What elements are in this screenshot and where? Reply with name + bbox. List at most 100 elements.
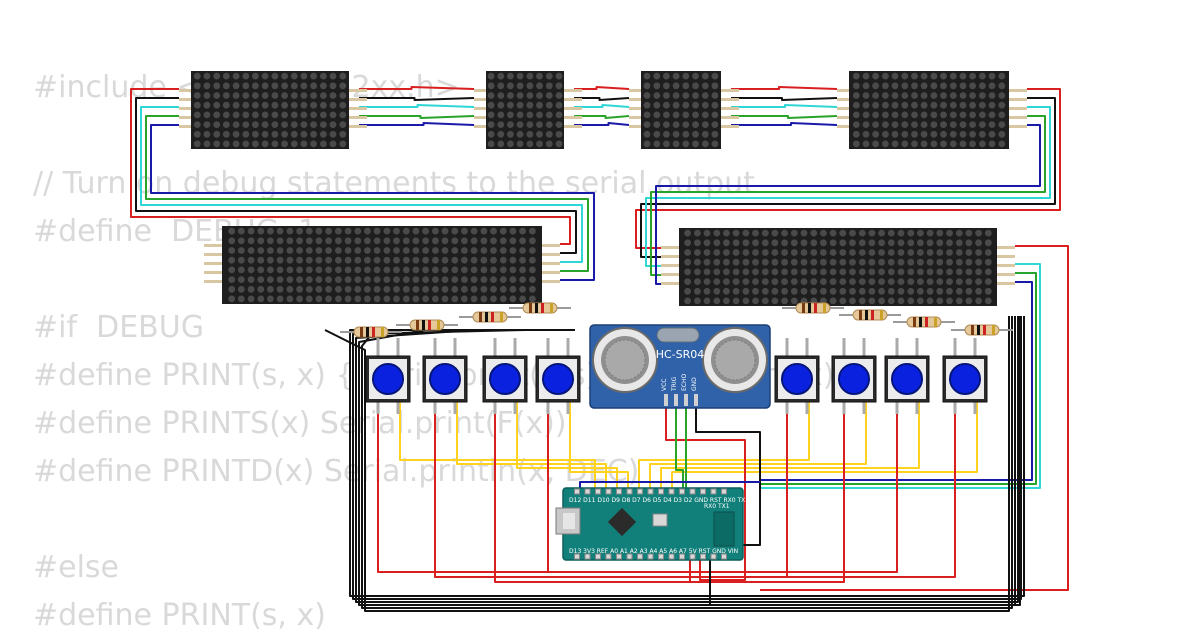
- code-line: #define PRINTS(x) Serial.print(F(x)): [33, 406, 567, 441]
- wire: [574, 86, 630, 90]
- wire: [731, 86, 838, 90]
- wire: [574, 115, 630, 119]
- led-matrix-icon: [641, 71, 721, 149]
- wire: [731, 97, 838, 101]
- wires: [130, 86, 1069, 612]
- matrix-pin: [837, 98, 855, 101]
- led-matrix-icon: [849, 71, 1009, 149]
- matrix-pin: [564, 116, 582, 119]
- push-button-2[interactable]: [422, 338, 468, 414]
- matrix-pin: [721, 89, 739, 92]
- matrix-pin: [837, 89, 855, 92]
- matrix-pin: [1009, 89, 1027, 92]
- wire: [760, 245, 1069, 591]
- wire: [675, 405, 684, 490]
- matrix-pin: [629, 107, 647, 110]
- sensor-transducer-left: [592, 327, 658, 393]
- matrix-pin: [179, 89, 197, 92]
- board-pin: [637, 488, 643, 495]
- sensor-pin-label: ECHO: [681, 374, 688, 391]
- wire: [649, 402, 867, 490]
- sensor-transducer-right: [702, 327, 768, 393]
- led-matrix-5: [204, 226, 560, 304]
- wire: [569, 402, 629, 490]
- resistor-3: [459, 311, 521, 323]
- wire: [361, 316, 1013, 609]
- wire: [665, 405, 746, 581]
- matrix-pin: [474, 116, 492, 119]
- push-buttons: [365, 338, 988, 414]
- wire: [650, 115, 1046, 276]
- matrix-pin: [564, 98, 582, 101]
- matrix-pin: [997, 273, 1015, 276]
- board-pin: [700, 553, 706, 560]
- matrix-pin: [997, 264, 1015, 267]
- matrix-pin: [474, 107, 492, 110]
- board-pin: [721, 553, 727, 560]
- resistors: [340, 302, 1013, 338]
- matrix-pin: [661, 273, 679, 276]
- board-pin: [574, 488, 580, 495]
- wire: [760, 263, 1041, 489]
- push-button-6[interactable]: [831, 338, 877, 414]
- matrix-pin: [474, 89, 492, 92]
- board-pin: [647, 553, 654, 560]
- wire: [638, 402, 810, 490]
- board-bottom-pin-labels: D13 3V3 REF A0 A1 A2 A3 A4 A5 A6 A7 5V R…: [569, 548, 738, 555]
- wire: [660, 402, 920, 490]
- matrix-pin: [179, 98, 197, 101]
- matrix-pin: [204, 271, 222, 274]
- resistor-8: [951, 324, 1013, 336]
- wire: [358, 316, 1016, 606]
- push-button-4[interactable]: [535, 338, 581, 414]
- push-button-7[interactable]: [884, 338, 930, 414]
- board-pin: [689, 553, 696, 560]
- push-button-8[interactable]: [942, 338, 988, 414]
- board-pin: [710, 553, 717, 560]
- matrix-pin: [837, 125, 855, 128]
- matrix-pin: [179, 107, 197, 110]
- matrix-pin: [997, 255, 1015, 258]
- resistor-4: [509, 302, 571, 314]
- resistor-1: [340, 326, 402, 338]
- matrix-pin: [179, 125, 197, 128]
- matrix-pin: [721, 98, 739, 101]
- sensor-pin-label: GND: [691, 377, 698, 391]
- matrix-pin: [349, 116, 367, 119]
- sensor-pin: [694, 394, 698, 406]
- board-pin: [584, 488, 591, 495]
- wire: [574, 97, 630, 101]
- push-button-1[interactable]: [365, 338, 411, 414]
- matrix-pin: [542, 280, 560, 283]
- wire: [130, 88, 571, 245]
- matrix-pin: [721, 116, 739, 119]
- wire: [359, 122, 475, 126]
- board-pin: [605, 553, 612, 560]
- board-side-label: RX0 TX1: [704, 503, 730, 510]
- wire: [640, 97, 1056, 258]
- matrix-pin: [997, 246, 1015, 249]
- board-pin: [605, 488, 612, 495]
- board-pin: [689, 488, 696, 495]
- push-button-3[interactable]: [482, 338, 528, 414]
- matrix-pin: [474, 98, 492, 101]
- matrix-pin: [349, 125, 367, 128]
- board-pin: [626, 488, 633, 495]
- matrix-pin: [474, 125, 492, 128]
- wire: [359, 86, 475, 90]
- microcontroller-chip: [607, 507, 637, 537]
- led-matrix-3: [629, 71, 739, 149]
- push-button-5[interactable]: [774, 338, 820, 414]
- board-pin: [647, 488, 654, 495]
- led-matrix-1: [179, 71, 367, 149]
- wire: [731, 115, 838, 119]
- matrix-pin: [204, 280, 222, 283]
- sensor-pin: [674, 394, 678, 406]
- board-pin: [616, 488, 622, 495]
- board-pin: [595, 553, 601, 560]
- matrix-pin: [997, 282, 1015, 285]
- wire: [645, 106, 1051, 267]
